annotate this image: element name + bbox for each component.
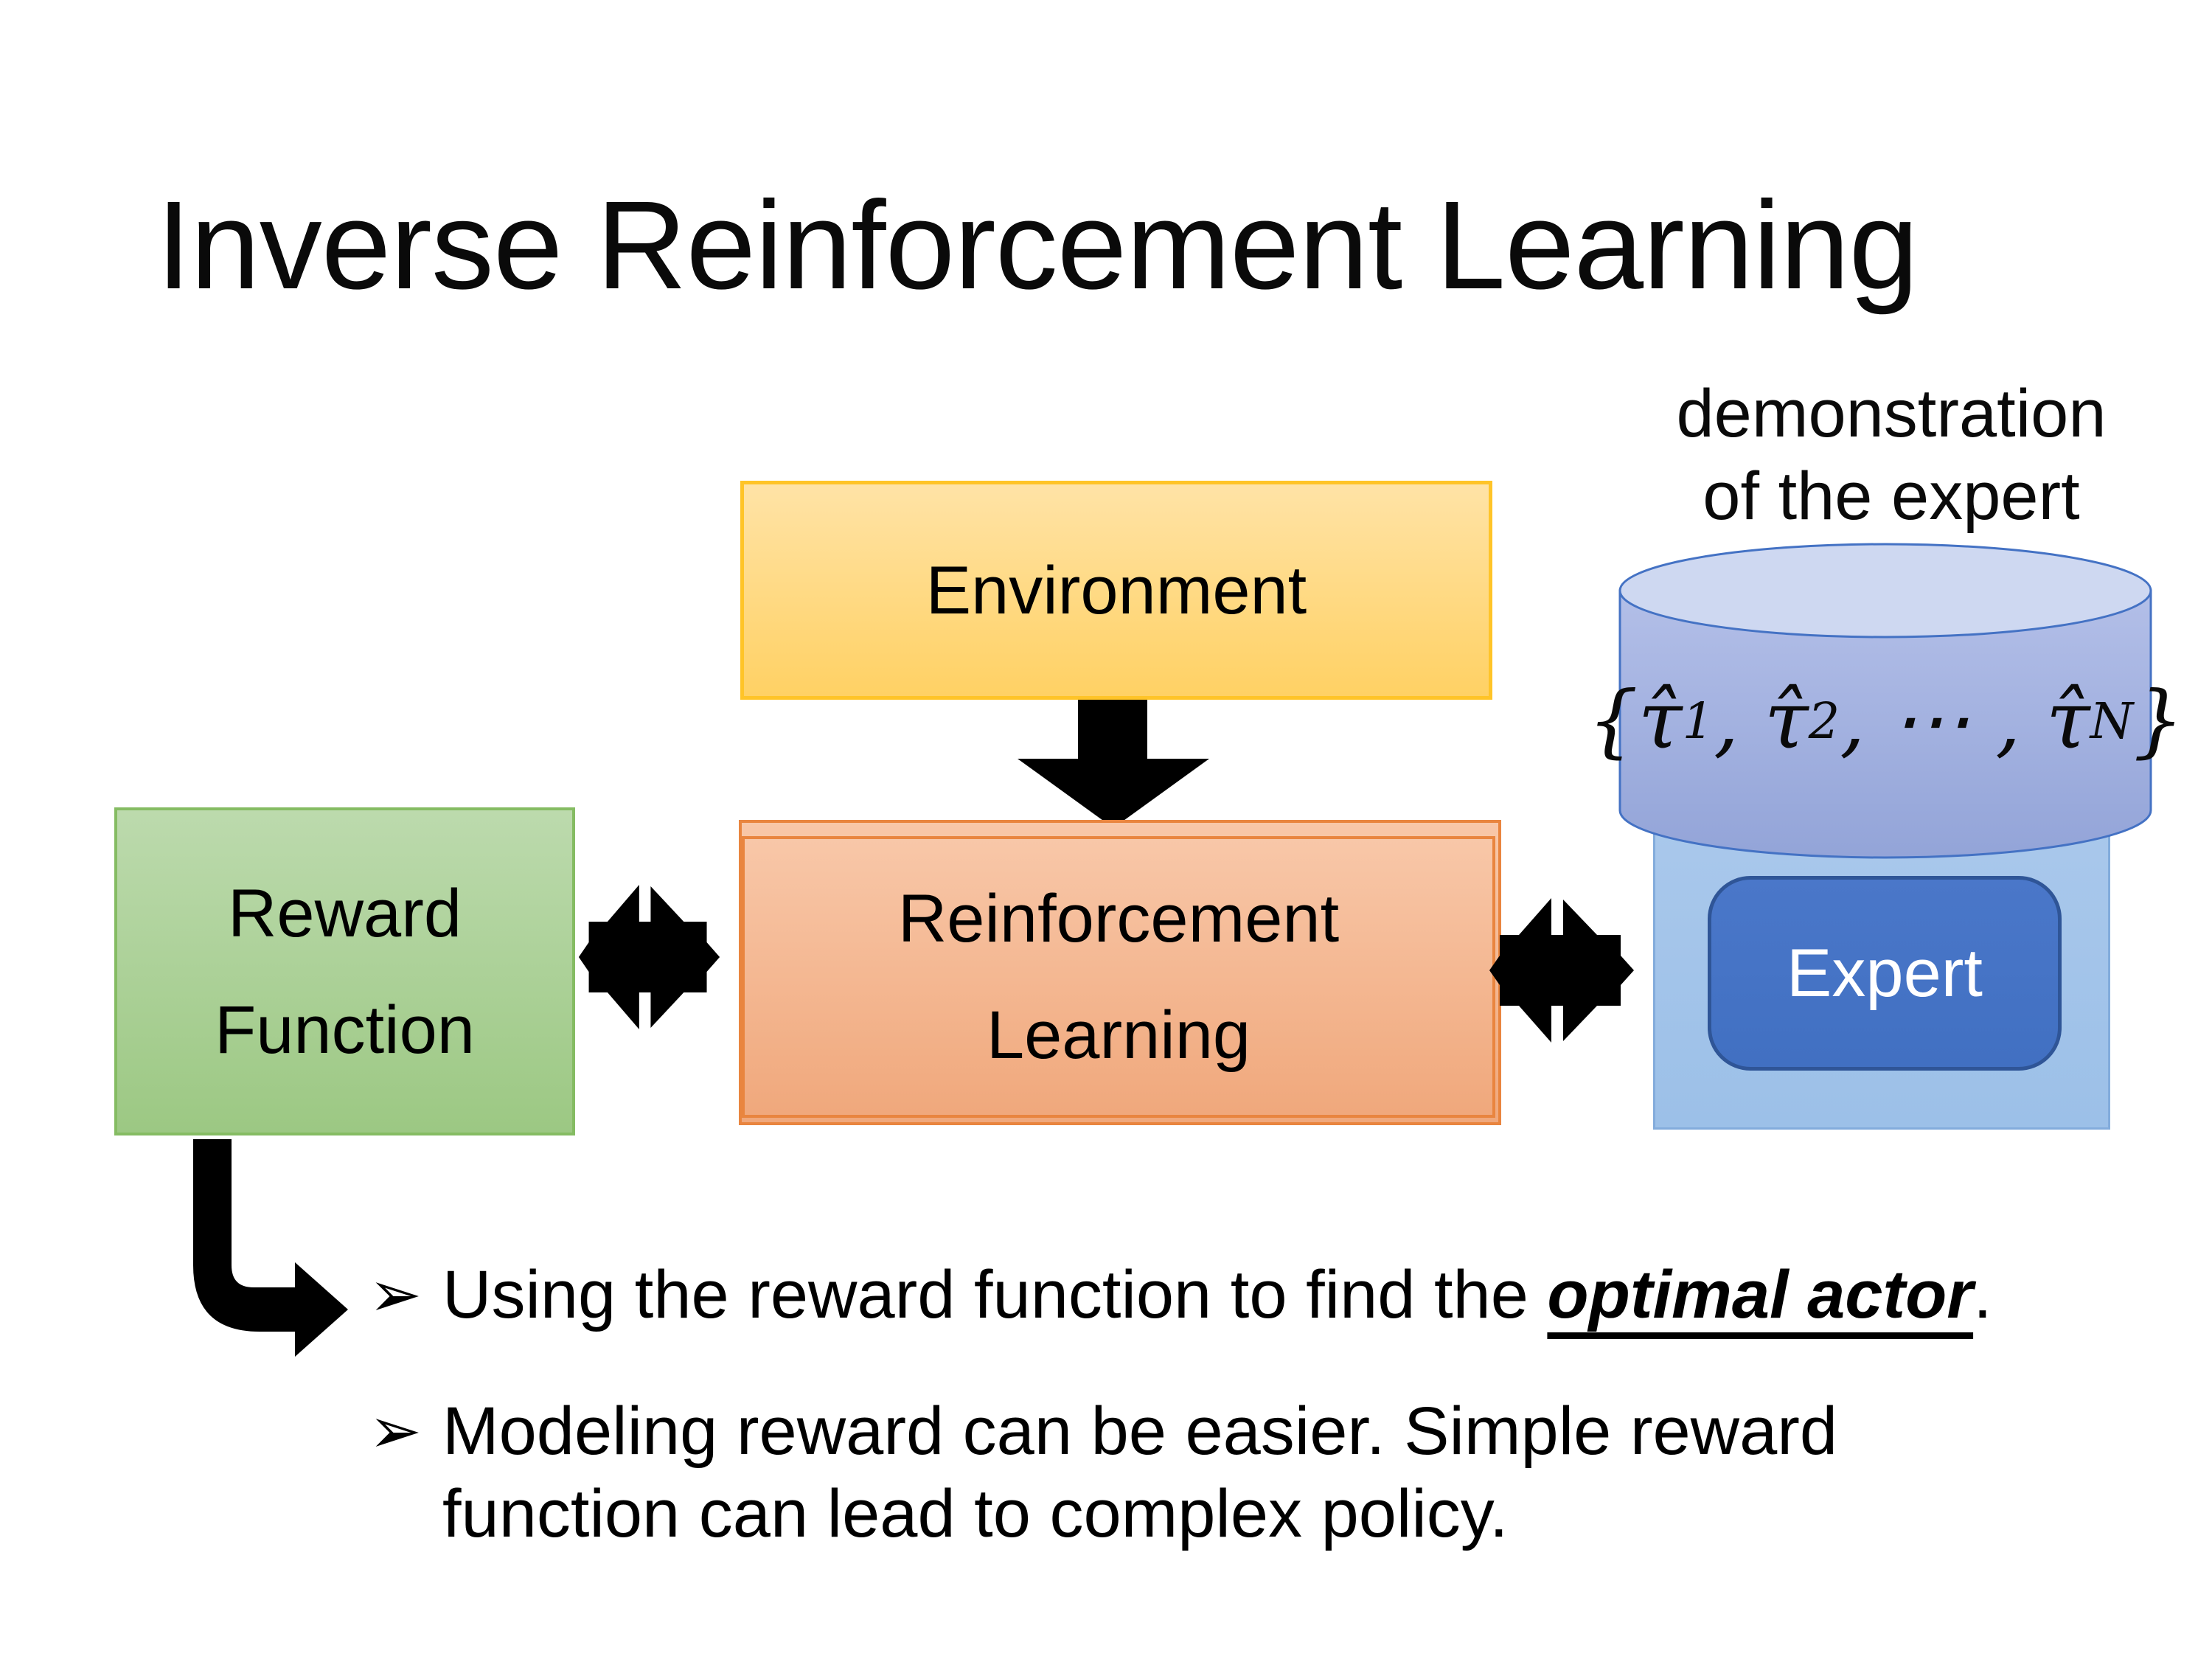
reward-label-line2: Function bbox=[215, 992, 475, 1068]
formula-close: } bbox=[2133, 675, 2184, 767]
expert-box: Expert bbox=[1708, 876, 2062, 1071]
bullet-arrow-icon: ➢ bbox=[369, 1259, 422, 1330]
formula-mid1: , τ̂ bbox=[1714, 675, 1809, 767]
demonstration-label-line2: of the expert bbox=[1703, 459, 2080, 534]
cylinder-top bbox=[1618, 543, 2152, 639]
reward-label-line1: Reward bbox=[227, 875, 462, 951]
rl-label-line1: Reinforcement bbox=[897, 881, 1340, 956]
reinforcement-learning-box: Reinforcement Learning bbox=[742, 836, 1495, 1118]
rl-label-line2: Learning bbox=[986, 998, 1251, 1073]
bullet-1-post: . bbox=[1973, 1257, 1992, 1332]
formula-mid2: , ⋯ , τ̂ bbox=[1840, 675, 2090, 767]
page-title: Inverse Reinforcement Learning bbox=[156, 175, 1919, 316]
bullet-1-emphasis: optimal actor bbox=[1547, 1257, 1974, 1332]
bullet-2-text: Modeling reward can be easier. Simple re… bbox=[442, 1394, 1838, 1551]
formula-open: {τ̂ bbox=[1587, 675, 1683, 767]
demonstration-cylinder bbox=[1618, 543, 2152, 859]
bullet-item-1: ➢ Using the reward function to find the … bbox=[369, 1253, 2101, 1336]
environment-to-rl-arrow bbox=[1018, 700, 1209, 828]
reward-to-bullets-elbow-arrow bbox=[193, 1139, 348, 1357]
expert-box-label: Expert bbox=[1787, 935, 1983, 1011]
environment-box-label: Environment bbox=[925, 552, 1307, 628]
demonstration-label: demonstration of the expert bbox=[1611, 372, 2171, 538]
reward-function-box-label: Reward Function bbox=[215, 855, 475, 1088]
bullet-1-pre: Using the reward function to find the bbox=[442, 1257, 1548, 1332]
bullet-arrow-icon: ➢ bbox=[369, 1396, 422, 1467]
demonstration-label-line1: demonstration bbox=[1676, 376, 2107, 451]
environment-box: Environment bbox=[740, 481, 1492, 700]
reward-function-box: Reward Function bbox=[114, 807, 575, 1135]
cylinder-body bbox=[1618, 589, 2152, 859]
rl-expert-double-arrow bbox=[1489, 898, 1634, 1043]
reward-rl-double-arrow bbox=[578, 885, 720, 1029]
bullet-1-text: Using the reward function to find the op… bbox=[442, 1253, 1992, 1336]
bullet-item-2: ➢ Modeling reward can be easier. Simple … bbox=[369, 1390, 1917, 1555]
reinforcement-learning-box-label: Reinforcement Learning bbox=[898, 860, 1339, 1093]
trajectory-set-formula: {τ̂1, τ̂2, ⋯ , τ̂N} bbox=[1587, 675, 2184, 767]
